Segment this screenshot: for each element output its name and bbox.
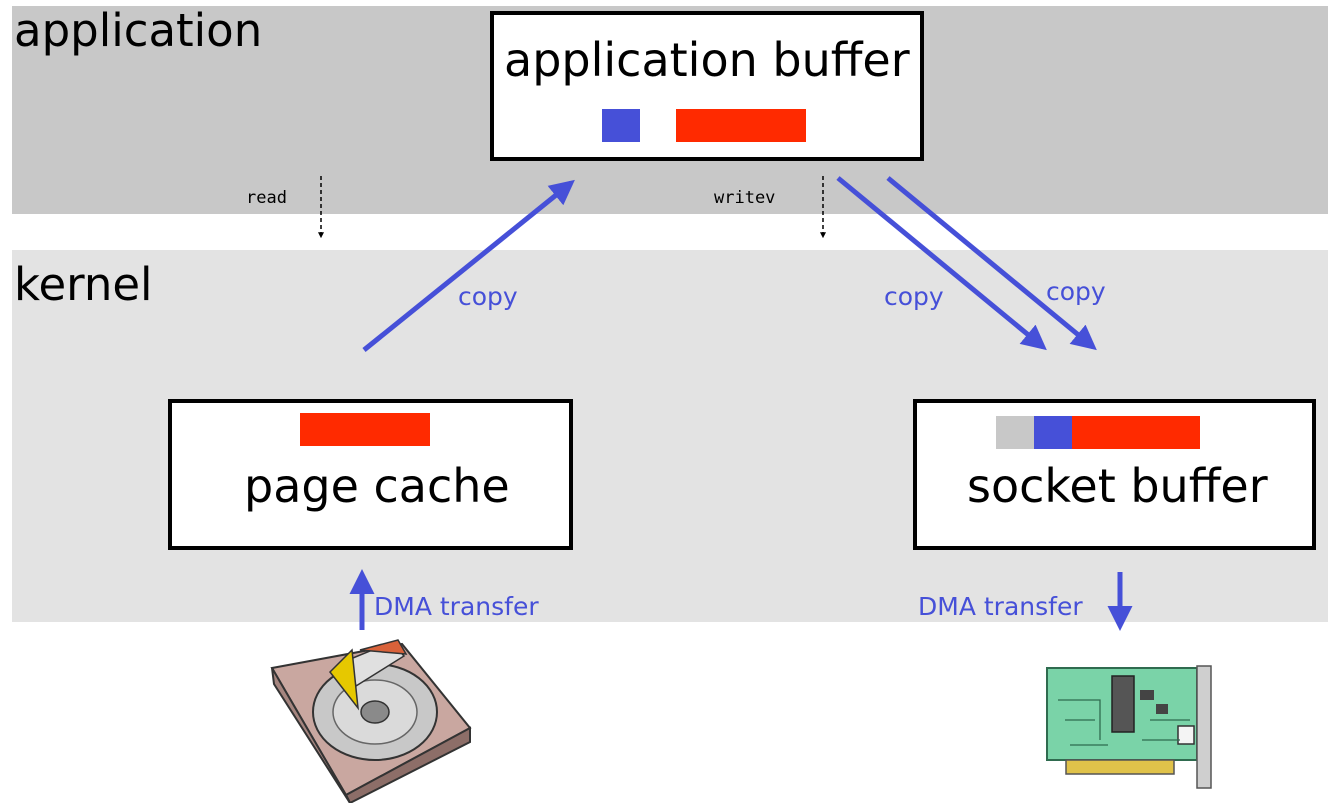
hard-disk-icon [270,639,472,803]
application-layer-label: application [14,4,263,57]
copy-write-label-1: copy [884,282,944,311]
dma-out-label: DMA transfer [918,592,1083,621]
page-cache-box: page cache [168,399,573,550]
copy-to-socket-arrow-1 [836,176,1047,351]
application-buffer-box: application buffer [490,11,924,161]
copy-write-label-2: copy [1046,277,1106,306]
header-data-block [602,109,640,142]
page-cache-label: page cache [244,459,510,513]
application-buffer-label: application buffer [504,33,910,87]
writev-syscall-label: writev [714,188,776,208]
socket-buffer-box: socket buffer [913,399,1316,550]
socket-buffer-label: socket buffer [967,459,1268,513]
header-data-block [1034,416,1074,449]
file-data-block [676,109,806,142]
copy-read-label: copy [458,282,518,311]
read-syscall-label: read [246,188,287,208]
file-data-block [1072,416,1200,449]
kernel-layer-label: kernel [14,258,153,311]
network-card-icon [1046,665,1212,789]
copy-to-app-arrow [362,179,575,352]
dma-in-label: DMA transfer [374,592,539,621]
file-data-block [300,413,430,446]
copy-to-socket-arrow-2 [886,176,1097,351]
previous-data-block [996,416,1036,449]
